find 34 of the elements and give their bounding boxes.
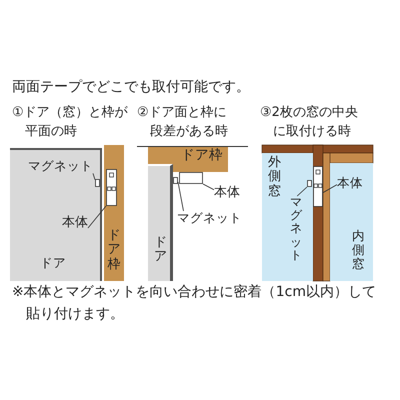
window-label: 内側窓 <box>352 229 364 270</box>
leader-line <box>296 186 308 196</box>
leader-line <box>88 206 106 228</box>
part-label: 本体 <box>62 216 88 231</box>
sensor-unit-icon <box>179 172 203 184</box>
part-label: マグネット <box>28 159 93 174</box>
window-pane <box>330 163 373 281</box>
door-frame-label: ドア枠 <box>181 148 223 164</box>
leader-line <box>92 172 96 180</box>
magnet-icon <box>95 179 100 187</box>
part-label: 本体 <box>337 176 363 190</box>
magnet-icon <box>173 177 178 184</box>
sensor-unit-icon <box>106 169 117 206</box>
window-pane <box>262 153 313 281</box>
magnet-icon <box>307 180 312 187</box>
door-frame-label: ドア枠 <box>108 229 120 272</box>
case-heading: ①ドア（窓）と枠が平面の時 <box>12 104 129 141</box>
case-heading: ②ドア面と枠に段差がある時 <box>137 104 229 141</box>
part-label: マグネット <box>177 211 242 226</box>
door-label: ドア <box>154 236 167 265</box>
part-label: マグネット <box>290 196 302 262</box>
sensor-unit-icon <box>313 166 323 207</box>
note-text: ※本体とマグネットを向い合わせに密着（1cm以内）して貼り付けます。 <box>12 283 377 324</box>
leader-line <box>202 184 214 190</box>
door-frame <box>104 145 124 281</box>
window-label: 外側窓 <box>268 156 281 199</box>
door-panel <box>148 164 173 281</box>
door-label: ドア <box>40 256 66 270</box>
door-panel <box>10 148 102 281</box>
leader-line <box>322 184 338 194</box>
door-frame <box>148 147 228 164</box>
part-label: 本体 <box>214 186 240 201</box>
title-text: 両面テープでどこでも取付可能です。 <box>12 79 250 96</box>
case-heading: ③2枚の窓の中央に取付ける時 <box>260 104 359 141</box>
